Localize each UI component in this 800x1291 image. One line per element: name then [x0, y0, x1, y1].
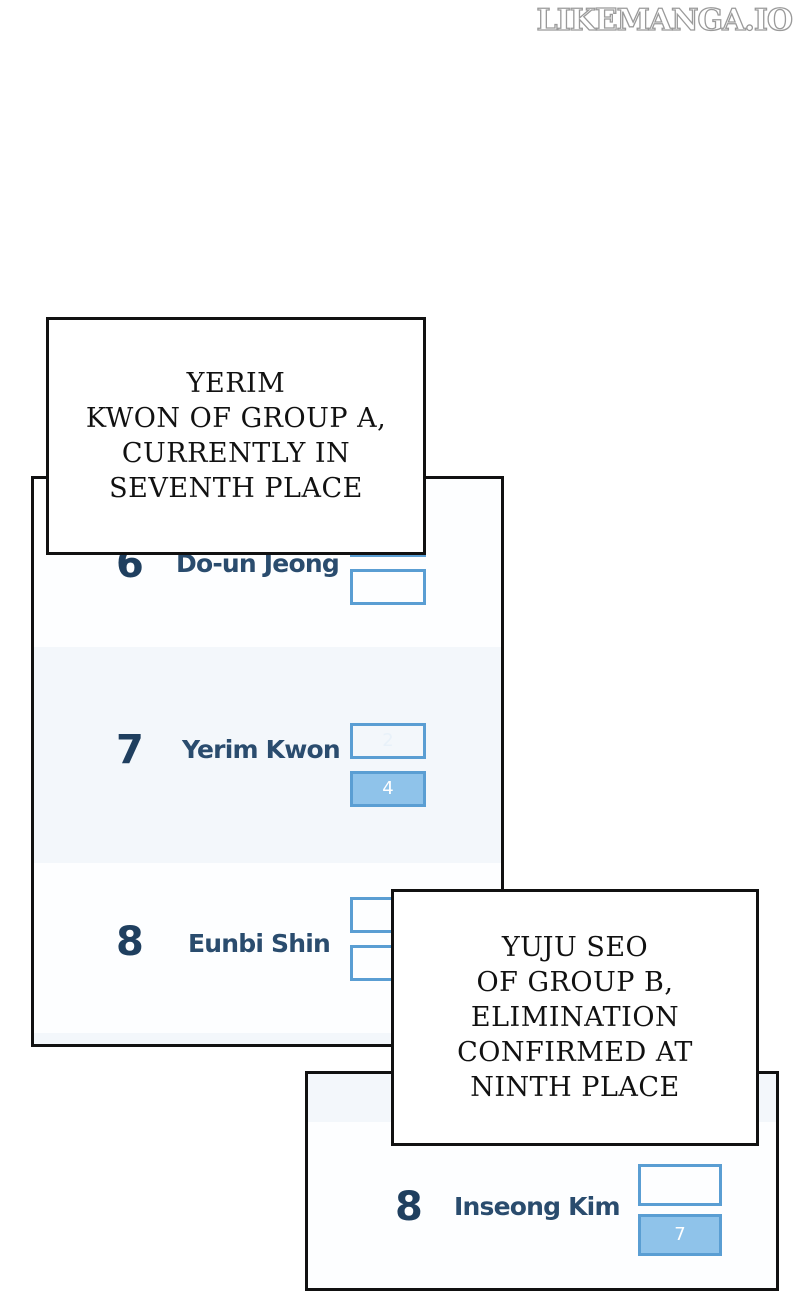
ranking-row-divider [34, 1033, 501, 1044]
caption-line: YERIM [186, 368, 286, 399]
contestant-name: Eunbi Shin [188, 929, 331, 958]
contestant-name: Inseong Kim [454, 1192, 621, 1221]
caption-text: YERIM KWON OF GROUP A, CURRENTLY IN SEVE… [86, 366, 386, 506]
ranking-row: 8 Inseong Kim 7 [308, 1122, 776, 1288]
rank-number: 8 [395, 1184, 423, 1230]
rank-number: 7 [116, 727, 144, 773]
score-box-top: 2 [350, 723, 426, 759]
ranking-panel-group-a: 6 Do-un Jeong 7 Yerim Kwon 2 4 8 Eunbi S… [31, 476, 504, 1047]
score-box-bottom: 4 [350, 771, 426, 807]
caption-line: YUJU SEO [501, 932, 649, 963]
watermark-logo: LIKEMANGA.IO [536, 2, 794, 38]
rank-number: 8 [116, 919, 144, 965]
caption-box-yerim: YERIM KWON OF GROUP A, CURRENTLY IN SEVE… [46, 317, 426, 555]
score-box-bottom: 7 [638, 1214, 722, 1256]
contestant-name: Yerim Kwon [182, 735, 341, 764]
score-box-bottom [350, 569, 426, 605]
caption-line: SEVENTH PLACE [109, 473, 363, 504]
caption-line: OF GROUP B, [476, 967, 674, 998]
caption-line: ELIMINATION [470, 1002, 680, 1033]
caption-box-yuju: YUJU SEO OF GROUP B, ELIMINATION CONFIRM… [391, 889, 759, 1146]
caption-line: CURRENTLY IN [121, 438, 351, 469]
score-box-top [638, 1164, 722, 1206]
caption-text: YUJU SEO OF GROUP B, ELIMINATION CONFIRM… [457, 930, 693, 1105]
caption-line: KWON OF GROUP A, [85, 403, 387, 434]
ranking-row: 8 Eunbi Shin [34, 863, 501, 1033]
ranking-row: 7 Yerim Kwon 2 4 [34, 647, 501, 863]
caption-line: CONFIRMED AT [457, 1037, 693, 1068]
caption-line: NINTH PLACE [470, 1072, 680, 1103]
